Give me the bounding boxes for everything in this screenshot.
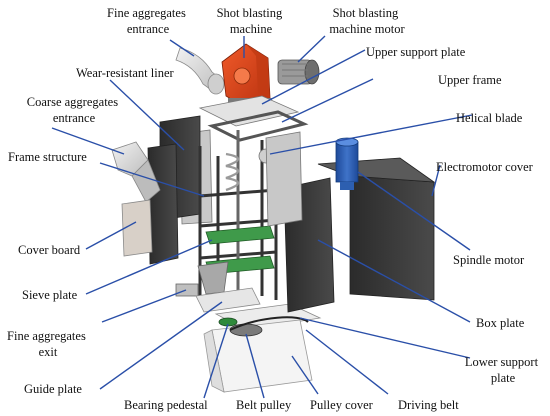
label-box-plate: Box plate [476, 316, 525, 330]
label-belt-pulley: Belt pulley [236, 398, 292, 412]
label-guide-plate: Guide plate [24, 382, 82, 396]
leader-lines [51, 35, 473, 399]
machine-parts [111, 43, 436, 393]
label-lower-support-plate: Lower support plate [465, 355, 541, 385]
label-bearing-pedestal: Bearing pedestal [124, 398, 208, 412]
label-frame-structure: Frame structure [8, 150, 87, 164]
fine-aggregates-entrance-part [175, 47, 225, 95]
label-upper-support-plate: Upper support plate [366, 45, 466, 59]
label-shot-blasting-motor: Shot blasting machine motor [329, 6, 405, 36]
label-helical-blade: Helical blade [456, 111, 523, 125]
shot-blasting-motor-part [277, 59, 320, 85]
coarse-aggregates-entrance-part [111, 141, 161, 203]
driving-belt-part [229, 316, 309, 331]
electromotor-cover-part [317, 157, 436, 301]
label-coarse-aggregates-entrance: Coarse aggregates entrance [27, 95, 121, 125]
upper-frame-part [207, 110, 309, 142]
label-cover-board: Cover board [18, 243, 81, 257]
fine-aggregates-exit-chute [175, 283, 199, 297]
label-wear-resistant-liner: Wear-resistant liner [76, 66, 174, 80]
label-upper-frame: Upper frame [438, 73, 502, 87]
label-spindle-motor: Spindle motor [453, 253, 525, 267]
fine-aggregates-exit-part [197, 261, 229, 295]
label-fine-aggregates-exit: Fine aggregates exit [7, 329, 89, 359]
cover-board-part [121, 199, 153, 257]
label-electromotor-cover: Electromotor cover [436, 160, 534, 174]
shot-blasting-machine-part [221, 43, 272, 109]
labels: Fine aggregates entrance Shot blasting m… [7, 6, 541, 412]
label-shot-blasting-machine: Shot blasting machine [217, 6, 286, 36]
pulley-base-part [203, 316, 313, 393]
guide-plate-part [195, 287, 261, 313]
label-driving-belt: Driving belt [398, 398, 459, 412]
label-pulley-cover: Pulley cover [310, 398, 374, 412]
upper-support-plate-part [198, 95, 300, 127]
label-sieve-plate: Sieve plate [22, 288, 78, 302]
label-fine-aggregates-entrance: Fine aggregates entrance [107, 6, 189, 36]
front-left-panel [147, 143, 179, 265]
spindle-motor-part [335, 137, 359, 190]
box-plate-inner [265, 131, 303, 227]
